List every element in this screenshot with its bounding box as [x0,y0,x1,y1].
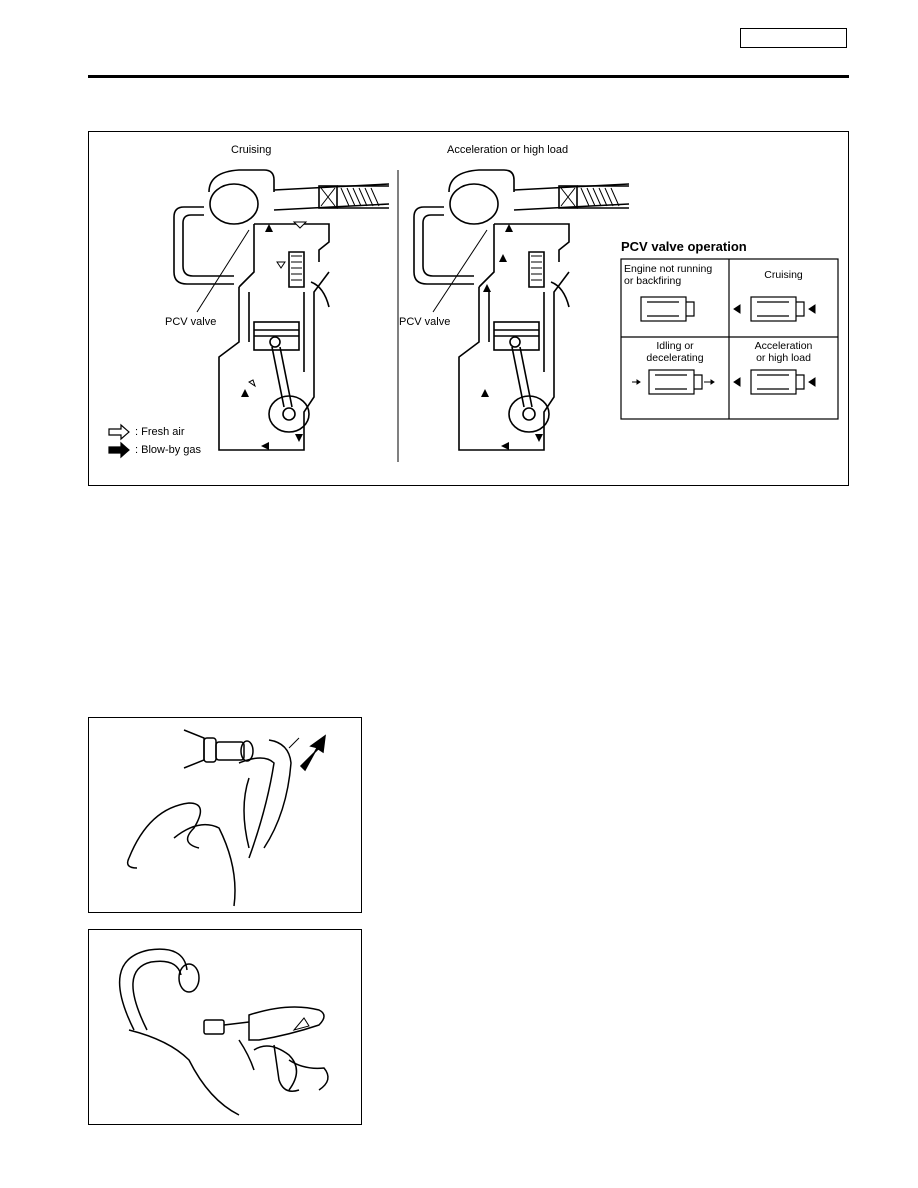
pcv-cell-line: Engine not running [624,263,713,275]
pcv-cell-idling: Idling or decelerating [622,340,728,364]
hand-on-valve-drawing [126,729,326,907]
fresh-air-arrows [248,221,308,388]
pcv-operation-table [620,258,839,420]
pcv-valve-finger-check-illustration [88,717,362,913]
pcv-cell-line: Acceleration [754,340,813,352]
left-caption: Cruising [231,144,272,156]
header-rule [88,75,849,78]
engine-cutaway-drawings [108,169,839,462]
hose-and-air-gun-drawing [118,948,329,1116]
pcv-cell-line: Cruising [764,269,803,281]
right-pcv-label: PCV valve [399,316,451,328]
legend-blow-by-gas: : Blow-by gas [135,444,202,456]
legend-fresh-air: : Fresh air [135,426,185,438]
pcv-flow-arrows [632,304,816,387]
pcv-cell-line: or high load [756,352,811,364]
hollow-arrow-icon [108,423,130,441]
section-tab-box [740,28,847,48]
hose-air-blow-check-illustration [88,929,362,1125]
pcv-operation-title: PCV valve operation [621,239,747,254]
pcv-cell-cruising: Cruising [730,269,837,281]
pcv-cell-line: or backfiring [624,275,682,287]
pcv-cell-line: decelerating [646,352,704,364]
right-engine-cutaway [413,169,630,451]
pcv-system-diagram: Cruising Acceleration or high load PCV v… [88,131,849,486]
right-caption: Acceleration or high load [447,144,569,156]
pcv-cell-line: Idling or [656,340,694,352]
blow-by-arrows [241,224,543,450]
pcv-valve-sketches [640,296,805,395]
left-engine-cutaway [173,169,390,451]
solid-arrow-icon [108,441,130,459]
left-pcv-label: PCV valve [165,316,217,328]
pcv-cell-engine-not-running: Engine not running or backfiring [622,263,730,287]
pcv-cell-acceleration: Acceleration or high load [730,340,837,364]
